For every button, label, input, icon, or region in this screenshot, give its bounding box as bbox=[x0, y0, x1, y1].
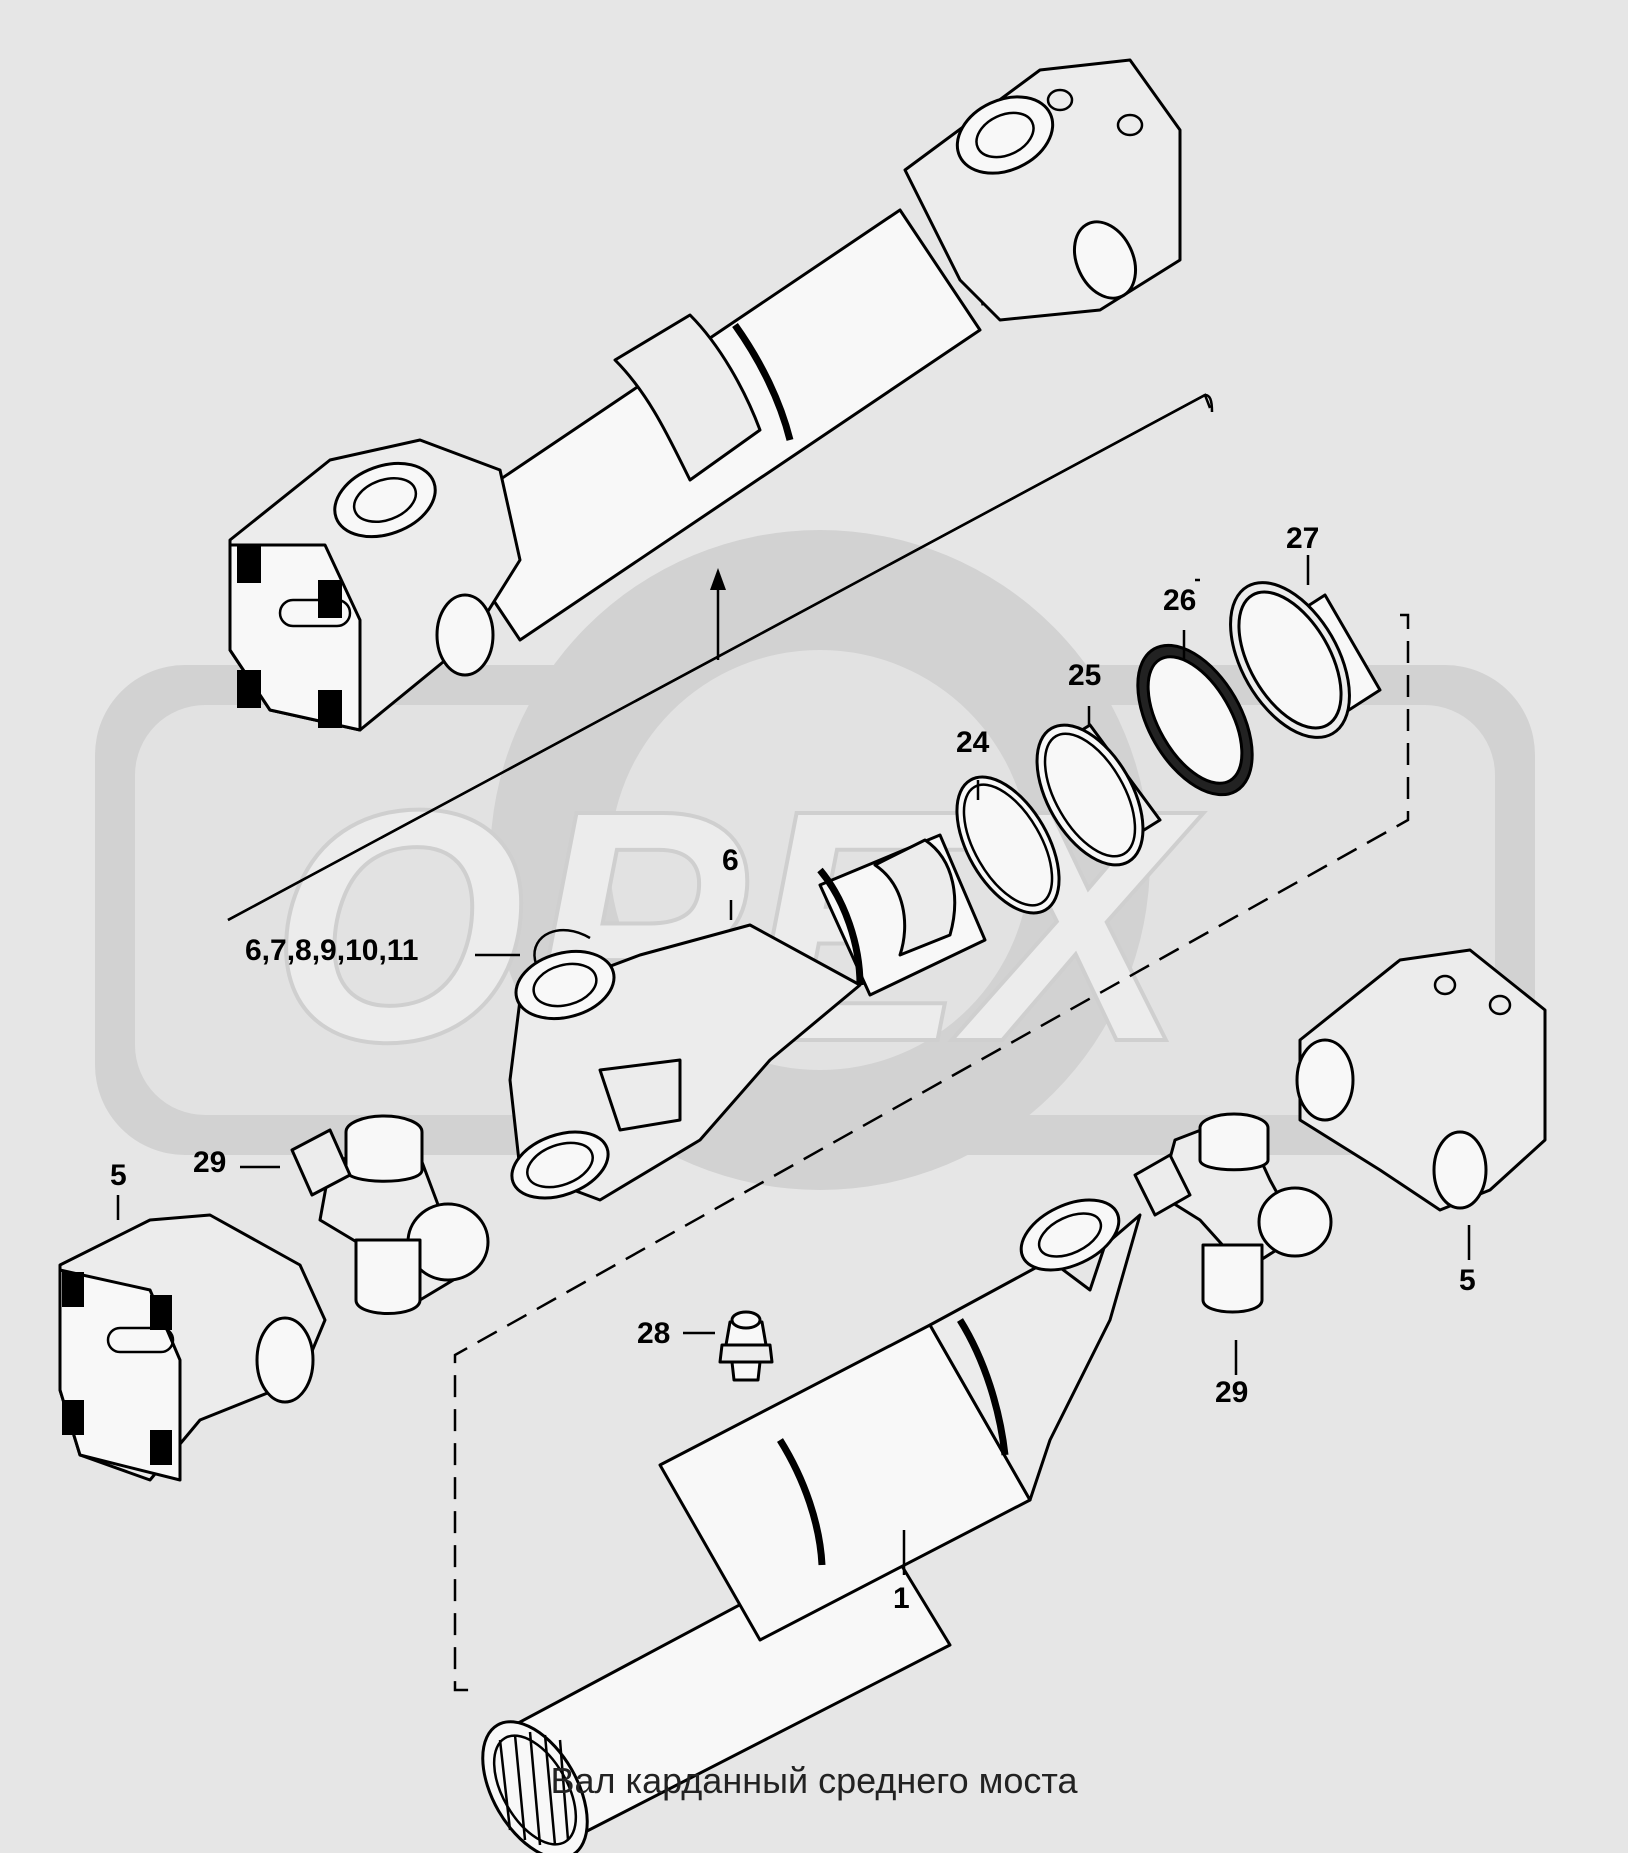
sleeve-27 bbox=[1229, 581, 1382, 739]
universal-joint-cross-right-29 bbox=[1133, 1112, 1333, 1314]
ring-25 bbox=[1035, 723, 1162, 867]
callout-28: 28 bbox=[637, 1317, 670, 1350]
flange-yoke-right-5 bbox=[1295, 948, 1547, 1212]
callout-29-left: 29 bbox=[193, 1146, 226, 1179]
slip-yoke-shaft-6 bbox=[508, 833, 987, 1202]
callout-27: 27 bbox=[1286, 522, 1319, 555]
callout-25: 25 bbox=[1068, 659, 1101, 692]
ring-24 bbox=[955, 775, 1061, 915]
callout-26: 26 bbox=[1163, 584, 1196, 617]
callout-6: 6 bbox=[722, 844, 739, 877]
callout-1: 1 bbox=[893, 1582, 910, 1615]
diagram-caption: Вал карданный среднего моста bbox=[551, 1760, 1079, 1801]
callout-labels: 27 26 25 24 6 6,7,8,9,10,11 5 29 28 29 5… bbox=[110, 522, 1476, 1615]
seal-26 bbox=[1136, 643, 1254, 797]
universal-joint-cross-left-29 bbox=[290, 1114, 490, 1315]
callout-5-left: 5 bbox=[110, 1159, 127, 1192]
callout-5-right: 5 bbox=[1459, 1264, 1476, 1297]
splined-tube-1 bbox=[481, 1198, 1142, 1853]
callout-29-right: 29 bbox=[1215, 1376, 1248, 1409]
callout-6-11-group: 6,7,8,9,10,11 bbox=[245, 934, 419, 967]
callout-24: 24 bbox=[956, 726, 990, 759]
grease-fitting-28 bbox=[718, 1310, 774, 1382]
assembled-driveshaft bbox=[228, 58, 1182, 732]
leader-lines bbox=[116, 555, 1471, 1575]
dashed-group-outline bbox=[453, 613, 1410, 1692]
flange-yoke-left-5 bbox=[58, 1213, 327, 1482]
